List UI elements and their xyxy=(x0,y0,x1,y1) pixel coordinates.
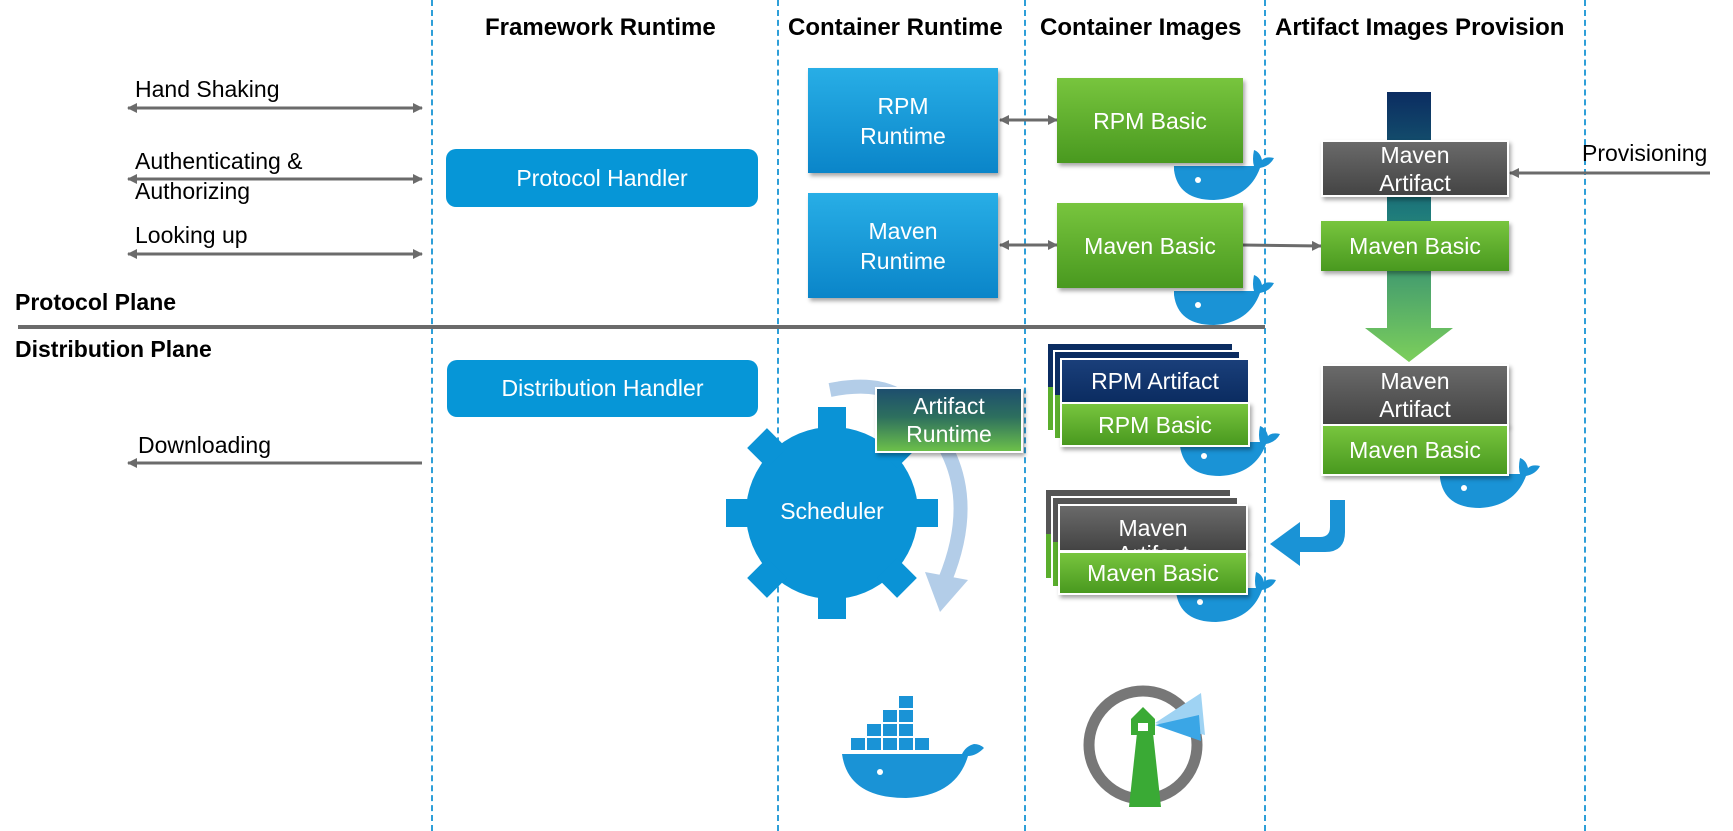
docker-whale-icon xyxy=(1174,150,1274,200)
header-framework-runtime: Framework Runtime xyxy=(485,14,716,41)
artifact-runtime-box: Artifact Runtime xyxy=(875,387,1023,453)
docker-logo-icon xyxy=(842,696,984,798)
docker-whale-icon xyxy=(1174,275,1274,325)
provision-maven-artifact-top: Maven Artifact xyxy=(1321,140,1509,197)
authenticating-label: Authenticating & xyxy=(135,148,303,174)
maven-basic-image: Maven Basic xyxy=(1057,203,1243,288)
downloading-label: Downloading xyxy=(138,432,271,458)
header-container-images: Container Images xyxy=(1040,14,1242,41)
provision-maven-basic-bottom: Maven Basic xyxy=(1321,424,1509,476)
column-divider xyxy=(431,0,433,831)
protocol-handler: Protocol Handler xyxy=(446,149,758,207)
provision-maven-artifact-bottom-line2: Artifact xyxy=(1379,396,1451,422)
rpm-basic-image: RPM Basic xyxy=(1057,78,1243,163)
protocol-plane-label: Protocol Plane xyxy=(15,289,177,315)
maven-artifact-stack-line1: Maven xyxy=(1118,515,1188,541)
maven-runtime-line1: Maven xyxy=(868,217,938,244)
distribution-plane-label: Distribution Plane xyxy=(15,336,212,362)
provision-maven-artifact-bottom-line1: Maven xyxy=(1380,368,1450,394)
docker-whale-icon xyxy=(1176,572,1276,622)
authorizing-label: Authorizing xyxy=(135,178,251,204)
column-divider xyxy=(1024,0,1026,831)
header-container-runtime: Container Runtime xyxy=(788,14,1003,41)
provisioning-label: Provisioning xyxy=(1582,140,1708,166)
artifact-runtime-line2: Runtime xyxy=(906,421,992,447)
distribution-handler: Distribution Handler xyxy=(447,360,758,417)
hand-shaking-label: Hand Shaking xyxy=(135,76,280,102)
docker-whale-icon xyxy=(1180,426,1280,476)
provision-maven-artifact-top-line1: Maven xyxy=(1380,141,1450,168)
maven-runtime-line2: Runtime xyxy=(860,247,946,274)
maven-basic-provision-link xyxy=(1241,240,1322,251)
artifact-runtime-line1: Artifact xyxy=(913,393,985,419)
looking-up-label: Looking up xyxy=(135,222,248,248)
rpm-runtime-line1: RPM xyxy=(877,92,929,119)
provision-maven-artifact-bottom: Maven Artifact xyxy=(1321,364,1509,426)
harbor-lighthouse-icon xyxy=(1083,685,1205,807)
maven-runtime-box: Maven Runtime xyxy=(808,193,998,298)
provision-maven-artifact-top-line2: Artifact xyxy=(1379,169,1451,196)
column-divider xyxy=(777,0,779,831)
scheduler-label: Scheduler xyxy=(780,498,884,524)
docker-whale-icon xyxy=(1440,458,1540,508)
maven-basic-stack-label: Maven Basic xyxy=(1058,551,1248,595)
rpm-runtime-box: RPM Runtime xyxy=(808,68,998,173)
rpm-basic-stack-label: RPM Basic xyxy=(1060,402,1250,447)
column-divider xyxy=(1264,0,1266,831)
maven-artifact-stack-label: Maven Artifact xyxy=(1058,504,1248,567)
rpm-artifact-label: RPM Artifact xyxy=(1060,358,1250,404)
return-arrow xyxy=(1270,500,1345,566)
rpm-runtime-line2: Runtime xyxy=(860,122,946,149)
provision-maven-basic-top: Maven Basic xyxy=(1321,221,1509,271)
header-artifact-images-provision: Artifact Images Provision xyxy=(1275,14,1565,41)
column-divider xyxy=(1584,0,1586,831)
